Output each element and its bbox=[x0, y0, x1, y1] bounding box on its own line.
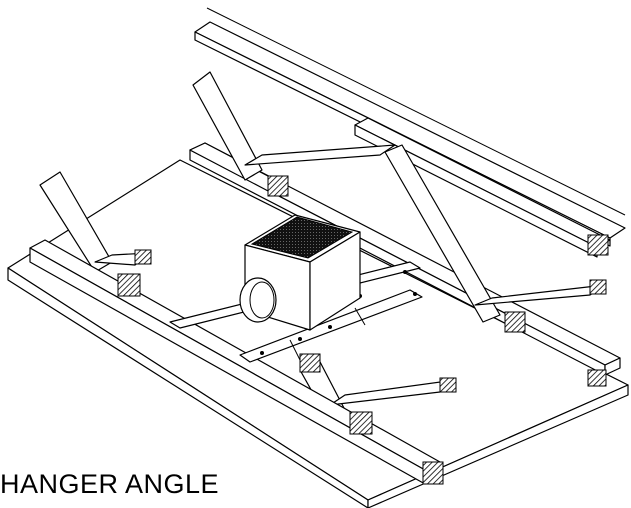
air-terminal-box bbox=[239, 214, 361, 331]
t-bar-back-end bbox=[587, 369, 607, 387]
beam-top-edge bbox=[206, 7, 626, 216]
brace-right-end bbox=[589, 279, 607, 295]
joist-front-end bbox=[349, 411, 373, 435]
brace-front-end bbox=[439, 377, 457, 393]
joist-mid-end bbox=[504, 311, 526, 333]
inlet-collar bbox=[239, 277, 277, 323]
t-bar-front-end bbox=[422, 461, 444, 485]
roof-beam-end bbox=[587, 234, 609, 256]
t-bar-back bbox=[189, 142, 621, 387]
caption-label: HANGER ANGLE bbox=[0, 469, 220, 499]
roof-beam bbox=[194, 7, 626, 258]
joist-left-end bbox=[117, 273, 141, 297]
grille bbox=[250, 216, 354, 259]
brace-front-top bbox=[299, 353, 321, 373]
joist-upper-left-end bbox=[267, 175, 289, 197]
hanger-angles bbox=[289, 307, 366, 361]
t-bar-front bbox=[29, 239, 526, 485]
brace-left-end bbox=[134, 249, 152, 265]
hanger-braces bbox=[39, 71, 607, 421]
